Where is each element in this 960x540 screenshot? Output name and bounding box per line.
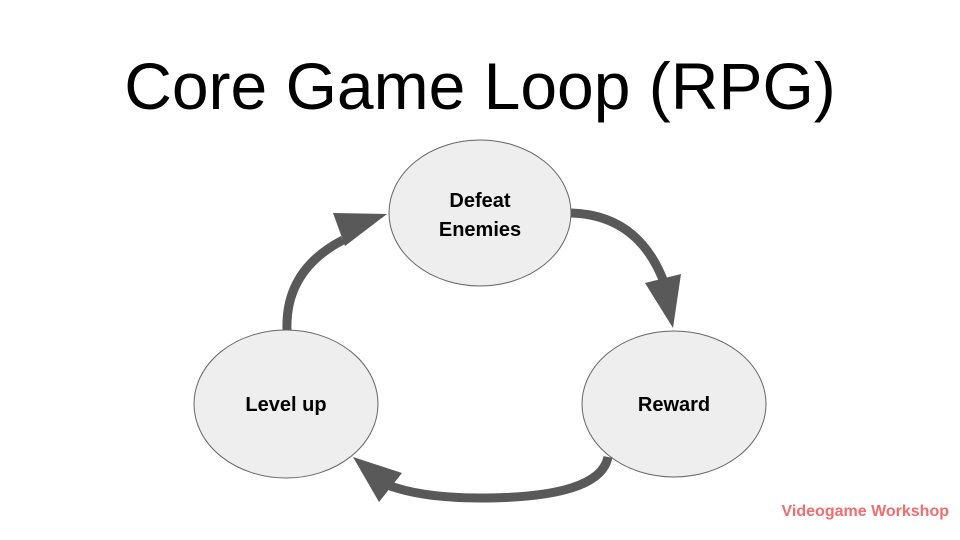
arrow-shaft: [383, 455, 613, 503]
node-shape: [581, 330, 767, 478]
footer-branding: Videogame Workshop: [781, 503, 949, 520]
slide-title: Core Game Loop (RPG): [124, 49, 836, 123]
node-label: Reward: [638, 394, 710, 416]
arrow-head: [645, 274, 681, 328]
arrow-levelup-to-defeat: [282, 213, 387, 331]
arrow-reward-to-levelup: [353, 455, 613, 503]
arrow-shaft: [570, 208, 670, 287]
node-label-line-1: Defeat: [449, 190, 510, 212]
node-shape: [193, 329, 379, 479]
node-label: Level up: [245, 394, 326, 416]
node-shape: [388, 139, 572, 287]
arrow-head: [353, 457, 402, 502]
node-reward: Reward: [581, 330, 767, 478]
arrow-head: [333, 213, 387, 246]
arrow-shaft: [282, 236, 346, 331]
node-label-line-2: Enemies: [439, 219, 521, 241]
node-level-up: Level up: [193, 329, 379, 479]
arrow-defeat-to-reward: [570, 208, 681, 328]
node-defeat-enemies: Defeat Enemies: [388, 139, 572, 287]
